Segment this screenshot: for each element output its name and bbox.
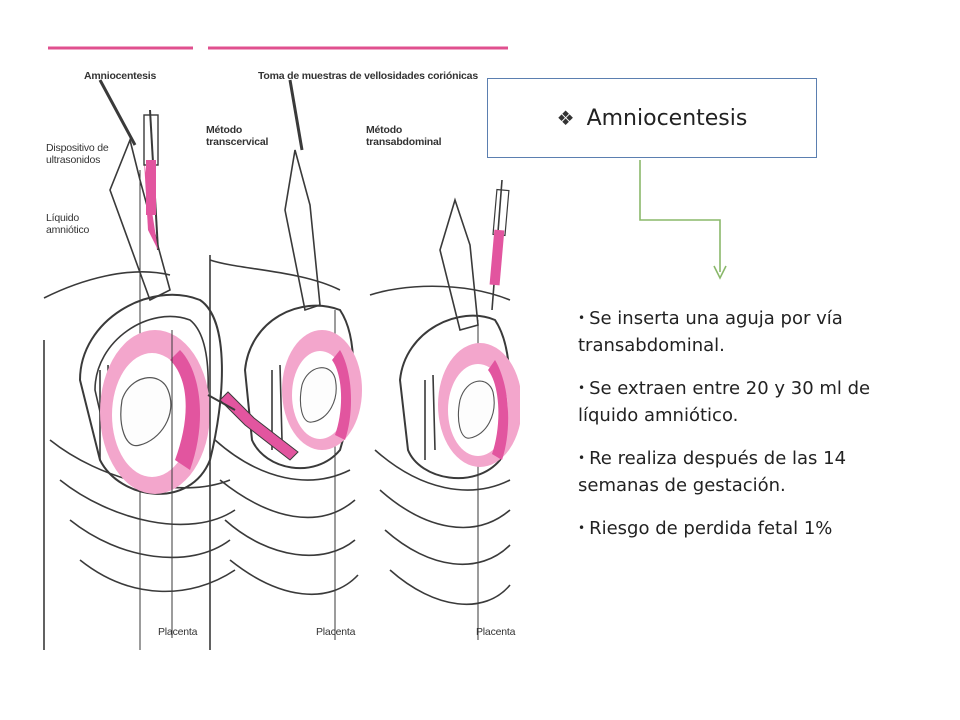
list-item: Riesgo de perdida fetal 1% [578, 516, 918, 543]
list-item: Se inserta una aguja por vía transabdomi… [578, 306, 918, 359]
diamond-bullet-icon: ❖ [556, 106, 575, 130]
title-box: ❖ Amniocentesis [487, 78, 817, 158]
label-chorionic-villus: Toma de muestras de vellosidades corióni… [258, 70, 478, 82]
label-placenta-3: Placenta [476, 626, 516, 638]
label-amniocentesis: Amniocentesis [84, 70, 157, 82]
arrow-head-icon [713, 265, 727, 280]
title-text: Amniocentesis [586, 105, 748, 131]
illustration-drawing [43, 46, 520, 650]
amniocentesis-illustration: Amniocentesis Toma de muestras de vellos… [40, 40, 520, 650]
panel-transabdominal [369, 179, 511, 640]
list-item: Se extraen entre 20 y 30 ml de líquido a… [578, 376, 918, 429]
label-placenta-1: Placenta [158, 626, 198, 638]
bullet-list: Se inserta una aguja por vía transabdomi… [578, 306, 918, 560]
list-item: Re realiza después de las 14 semanas de … [578, 446, 918, 499]
label-placenta-2: Placenta [316, 626, 356, 638]
